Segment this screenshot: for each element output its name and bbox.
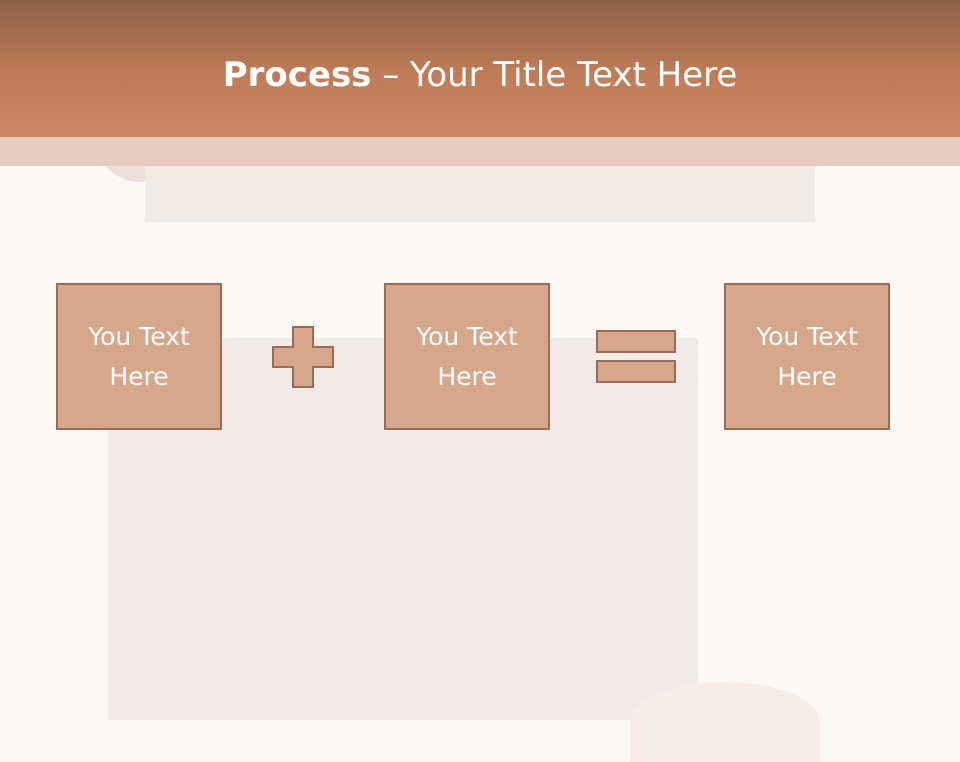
title-bar-shadow <box>0 137 960 166</box>
step-1-label: You Text Here <box>88 321 190 391</box>
step-2-label: You Text Here <box>416 321 518 391</box>
step-box-3: You Text Here <box>724 283 890 430</box>
step-box-1: You Text Here <box>56 283 222 430</box>
plus-icon <box>272 326 334 388</box>
background-paper-top <box>145 166 815 222</box>
step-box-2: You Text Here <box>384 283 550 430</box>
equals-icon <box>596 330 676 383</box>
step-3-label: You Text Here <box>756 321 858 391</box>
title-rest: – Your Title Text Here <box>371 55 738 95</box>
title-bar <box>0 0 960 137</box>
background-hand <box>630 682 820 762</box>
title-bold: Process <box>222 55 372 95</box>
slide-title: Process – Your Title Text Here <box>0 52 960 98</box>
